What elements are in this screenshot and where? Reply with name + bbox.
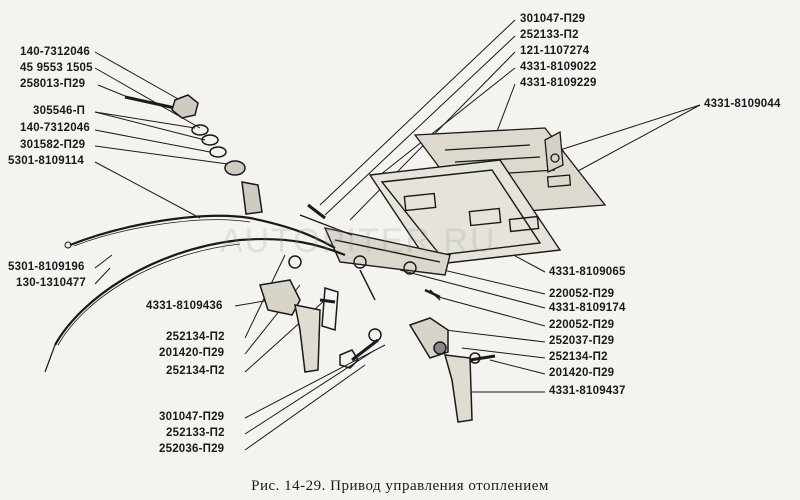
label-part-220052-a: 220052-П29 xyxy=(549,288,615,300)
label-part-252037: 252037-П29 xyxy=(549,335,615,347)
label-part-258013: 258013-П29 xyxy=(20,78,86,90)
label-part-4331-8109174: 4331-8109174 xyxy=(549,302,626,314)
label-part-201420: 201420-П29 xyxy=(159,347,225,359)
label-part-301047-r: 301047-П29 xyxy=(520,13,586,25)
label-part-252133: 252133-П2 xyxy=(166,427,225,439)
label-part-252134-a: 252134-П2 xyxy=(166,331,225,343)
label-part-4331-8109065: 4331-8109065 xyxy=(549,266,626,278)
watermark: AUTOPITER.RU xyxy=(220,222,497,260)
label-part-140-7312046-mid: 140-7312046 xyxy=(20,122,90,134)
label-part-459553: 45 9553 1505 xyxy=(20,62,93,74)
label-part-4331-8109022: 4331-8109022 xyxy=(520,61,597,73)
label-part-130-1310477: 130-1310477 xyxy=(16,277,86,289)
label-part-4331-8109436: 4331-8109436 xyxy=(146,300,223,312)
figure-caption: Рис. 14-29. Привод управления отоплением xyxy=(251,478,549,494)
label-part-5301-8109196: 5301-8109196 xyxy=(8,261,85,273)
label-part-121-1107274: 121-1107274 xyxy=(520,45,590,57)
label-part-201420-r: 201420-П29 xyxy=(549,367,615,379)
label-part-220052-b: 220052-П29 xyxy=(549,319,615,331)
label-part-301047: 301047-П29 xyxy=(159,411,225,423)
label-part-252133-r: 252133-П2 xyxy=(520,29,579,41)
label-part-252134-b: 252134-П2 xyxy=(166,365,225,377)
label-part-301582: 301582-П29 xyxy=(20,139,86,151)
label-part-4331-8109229: 4331-8109229 xyxy=(520,77,597,89)
label-part-252036: 252036-П29 xyxy=(159,443,225,455)
label-part-4331-8109044: 4331-8109044 xyxy=(704,98,781,110)
label-part-305546: 305546-П xyxy=(33,105,86,117)
label-part-5301-8109114: 5301-8109114 xyxy=(8,155,84,167)
label-part-4331-8109437: 4331-8109437 xyxy=(549,385,626,397)
label-part-252134-r: 252134-П2 xyxy=(549,351,608,363)
label-part-140-7312046-top: 140-7312046 xyxy=(20,46,90,58)
